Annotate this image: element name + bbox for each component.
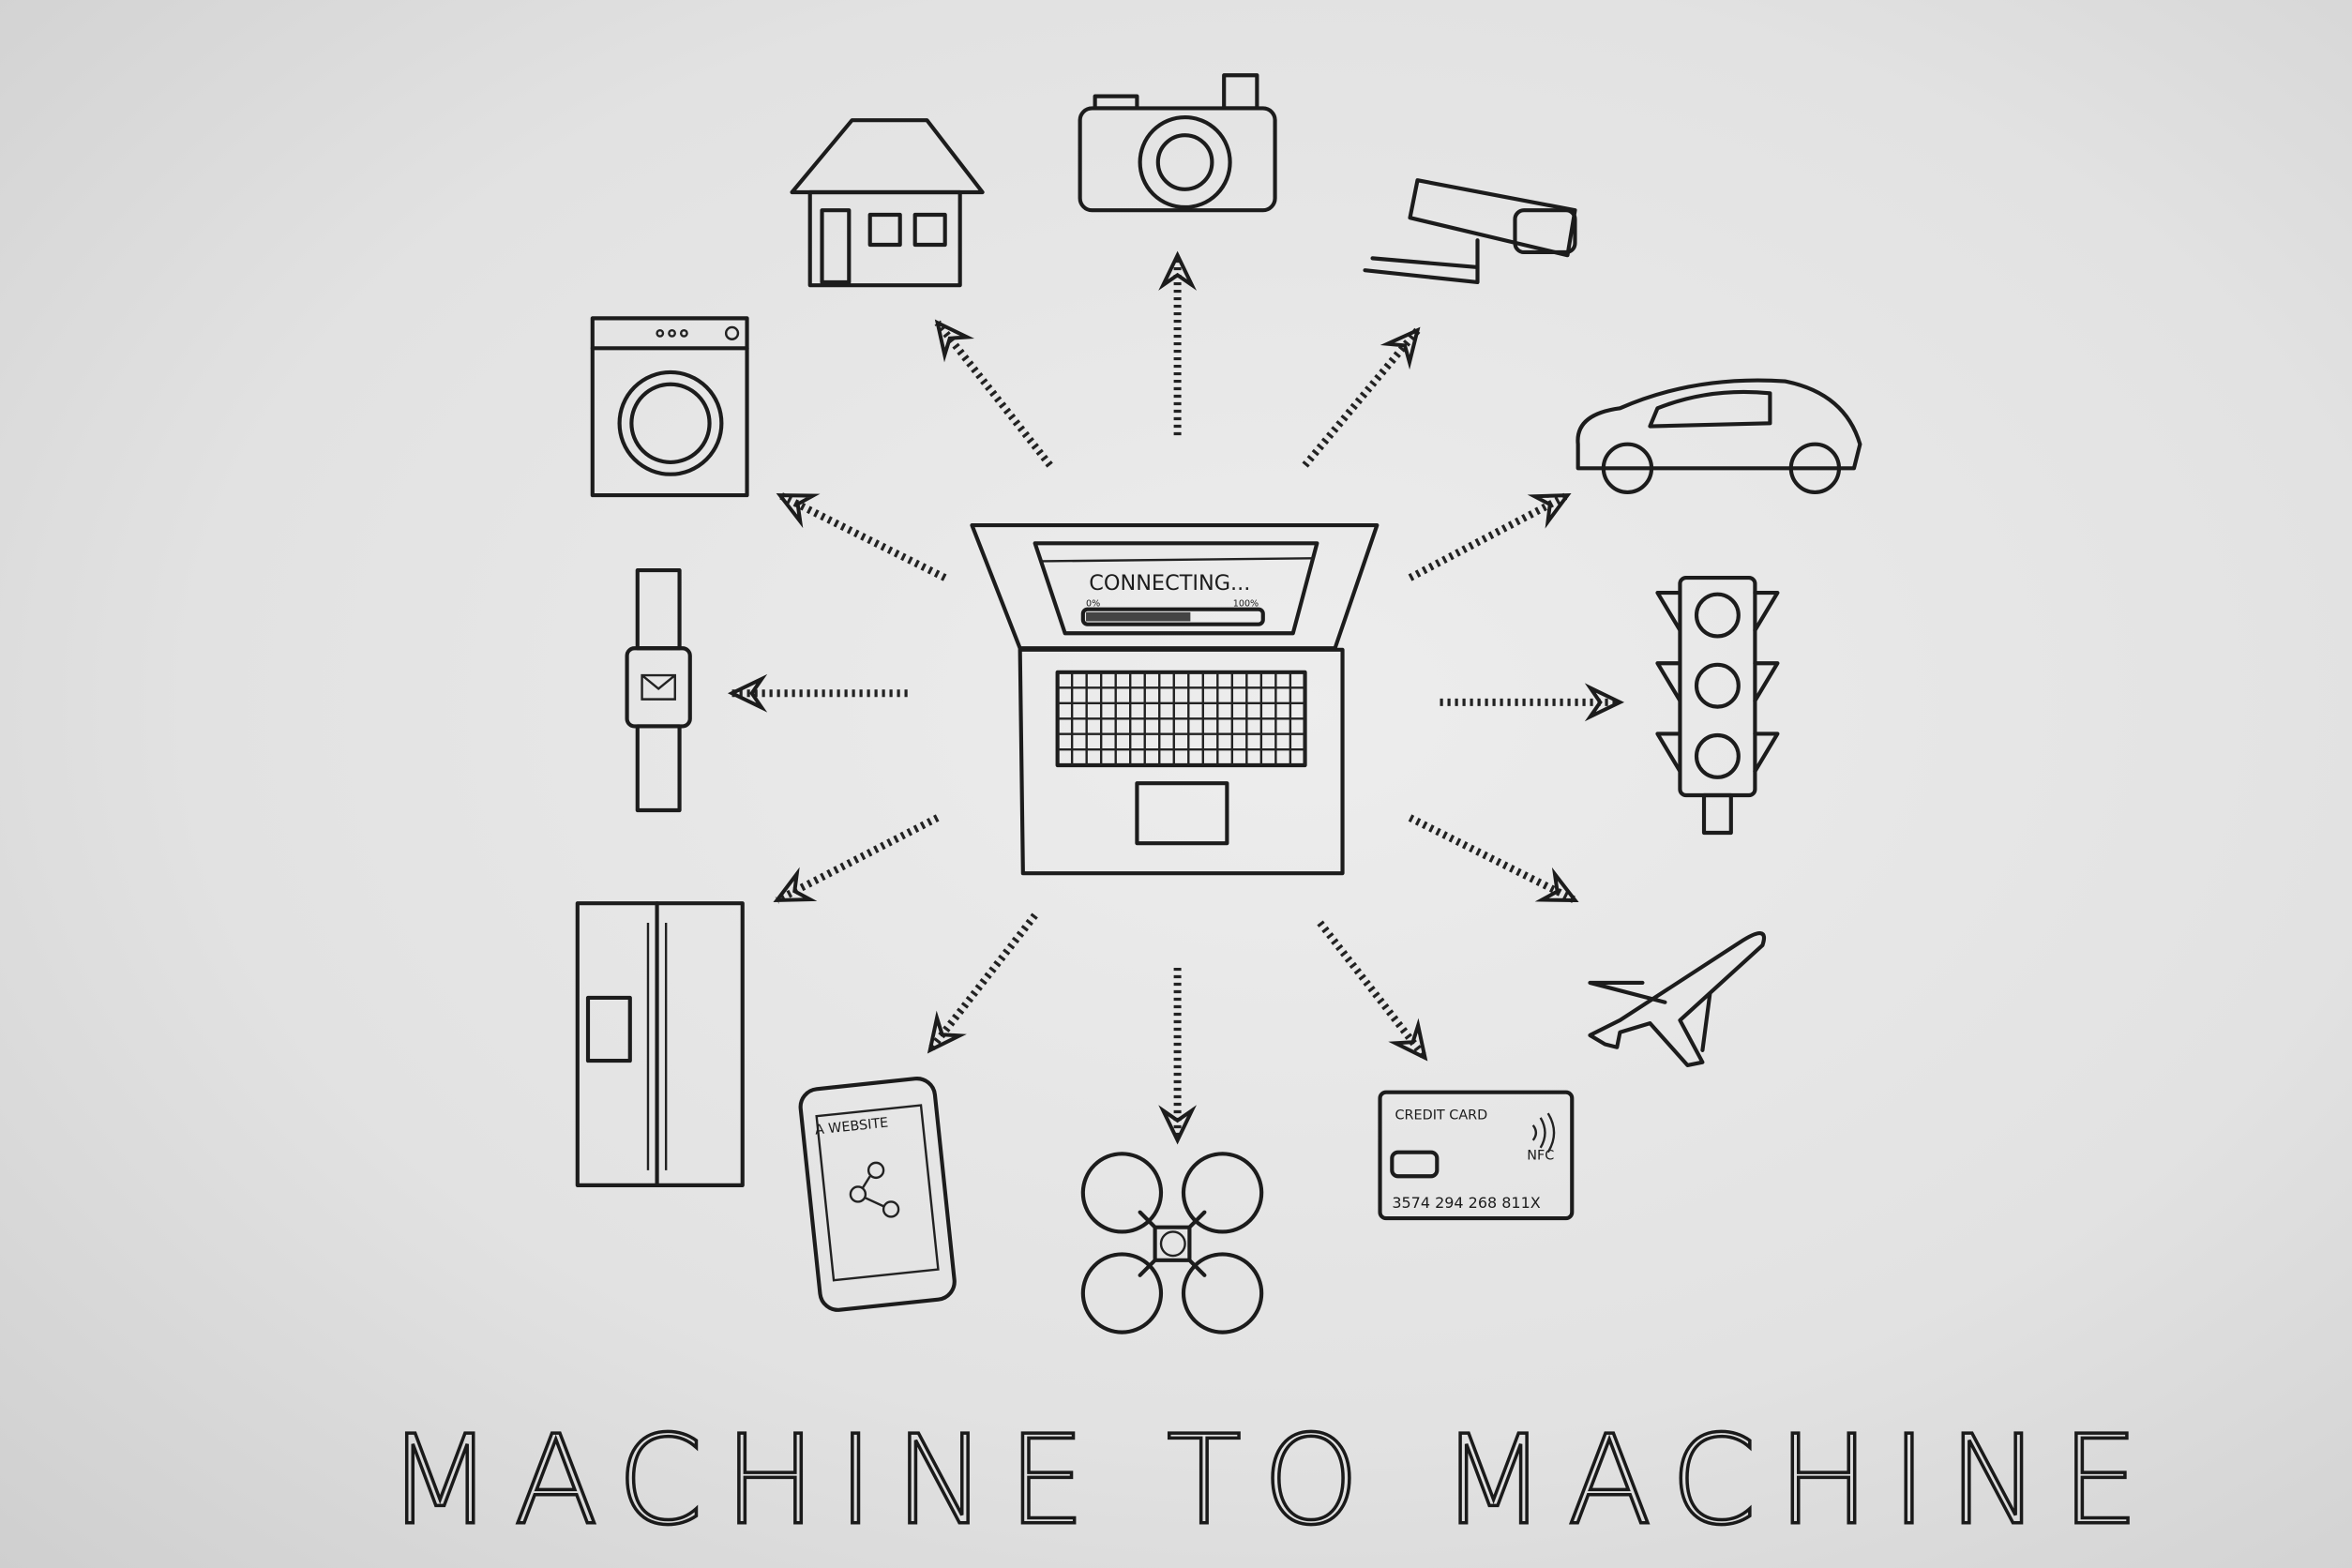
card-label: CREDIT CARD: [1395, 1108, 1488, 1123]
connecting-status: CONNECTING...: [1089, 571, 1250, 596]
page-title: MACHINE TO MACHINE: [387, 1409, 2161, 1552]
washing-machine-icon: [590, 316, 749, 498]
arrowhead-icon: [1584, 683, 1625, 722]
arrow-to-drone: [1158, 967, 1197, 1145]
arrowhead-icon: [727, 673, 768, 713]
arrowhead-icon: [776, 493, 821, 529]
camera-icon: [1078, 73, 1277, 213]
phone-screen-title: A WEBSITE: [814, 1116, 889, 1138]
laptop-icon: CONNECTING... 0% 100%: [970, 523, 1380, 876]
arrow-to-cctv: [1302, 326, 1421, 468]
credit-card-icon: CREDIT CARD NFC 3574 294 268 811X: [1378, 1090, 1575, 1221]
arrow-to-washer: [776, 491, 947, 581]
arrowhead-icon: [927, 1010, 967, 1054]
house-icon: [790, 118, 985, 288]
arrow-to-airplane: [1408, 814, 1579, 904]
airplane-icon: [1588, 931, 1766, 1067]
connection-arrows: [727, 250, 1625, 1145]
arrow-to-car: [1408, 491, 1572, 581]
smartwatch-icon: [625, 567, 692, 813]
smartphone-icon: A WEBSITE: [798, 1077, 957, 1312]
card-number: 3574 294 268 811X: [1392, 1194, 1540, 1212]
nfc-label: NFC: [1527, 1149, 1554, 1164]
progress-min-label: 0%: [1086, 598, 1100, 609]
arrow-to-house: [934, 319, 1053, 468]
cctv-camera-icon: [1363, 178, 1577, 285]
arrowhead-icon: [934, 319, 975, 363]
arrow-to-traffic-light: [1440, 683, 1625, 722]
progress-bar-fill: [1086, 611, 1191, 622]
arrow-to-fridge: [773, 814, 940, 904]
arrowhead-icon: [1158, 250, 1197, 291]
arrow-to-camera: [1158, 250, 1197, 436]
arrow-to-credit-card: [1317, 920, 1428, 1062]
traffic-light-icon: [1655, 575, 1780, 836]
arrow-to-phone: [927, 912, 1038, 1054]
arrowhead-icon: [1527, 492, 1572, 529]
progress-max-label: 100%: [1233, 598, 1259, 609]
arrow-to-watch: [727, 673, 908, 713]
car-icon: [1576, 378, 1862, 494]
arrowhead-icon: [1388, 1018, 1428, 1062]
drone-icon: [1080, 1152, 1264, 1334]
arrowhead-icon: [1534, 867, 1579, 903]
fridge-icon: [575, 901, 745, 1187]
arrowhead-icon: [1158, 1105, 1197, 1145]
progress-bar: [1080, 607, 1265, 626]
arrowhead-icon: [1380, 326, 1421, 370]
arrowhead-icon: [773, 867, 818, 903]
